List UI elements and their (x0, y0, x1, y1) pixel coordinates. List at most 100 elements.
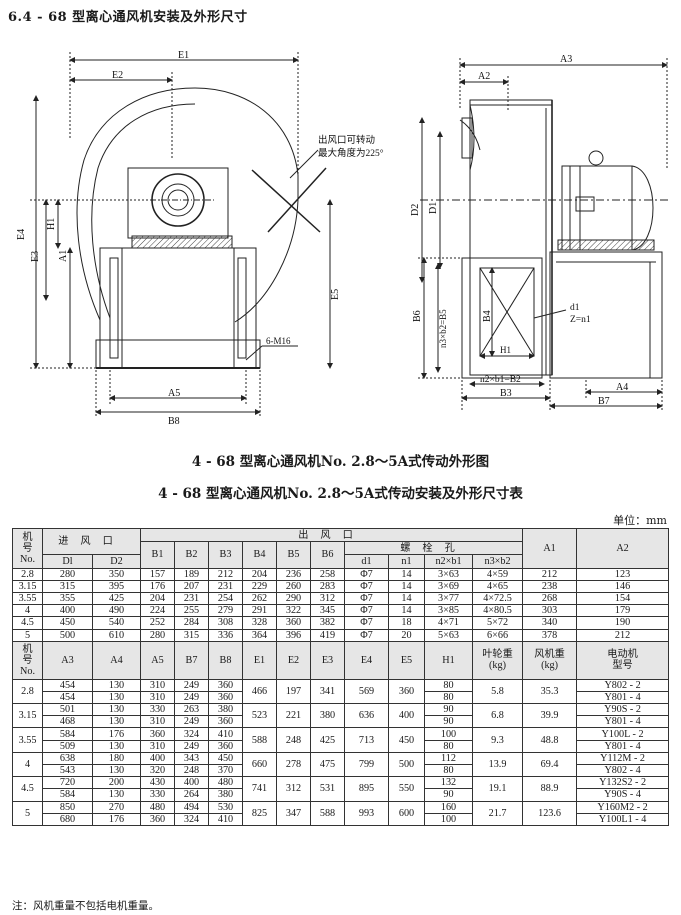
table-cell: 850 (42, 800, 93, 814)
table-cell: 14 (388, 591, 425, 606)
header-col: E3 (310, 640, 345, 680)
table-cell: 310 (140, 678, 175, 692)
table-cell: 636 (344, 703, 389, 729)
label-e4: E4 (16, 229, 27, 240)
table-cell: 270 (92, 800, 141, 814)
table-cell: 112 (424, 751, 473, 766)
table-cell: 382 (310, 616, 345, 630)
table-cell: 395 (92, 579, 141, 593)
table-cell: Y90S - 2 (576, 703, 670, 717)
table-cell: 610 (92, 628, 141, 642)
table-cell: 741 (242, 776, 277, 802)
table-cell: 280 (42, 567, 93, 581)
table-cell: 130 (92, 678, 141, 692)
table-cell: 350 (92, 567, 141, 581)
table-cell: 204 (242, 567, 277, 581)
table-cell: 584 (42, 727, 93, 741)
table-cell: 370 (208, 763, 243, 778)
table-cell: 308 (208, 616, 243, 630)
table-cell: 5 (12, 628, 43, 642)
table-cell: 312 (310, 591, 345, 606)
header-col: H1 (424, 640, 473, 680)
table-cell: 320 (140, 763, 175, 778)
table-cell: 4 (12, 751, 43, 778)
header-outlet: 出风口 (139, 527, 524, 543)
table-cell: 328 (242, 616, 277, 630)
header-col: B1 (140, 541, 175, 569)
table-cell: Y112M - 2 (576, 751, 670, 766)
table-cell: 197 (276, 678, 311, 705)
table-cell: 380 (208, 788, 243, 802)
table-cell: 315 (174, 628, 209, 642)
table-cell: 20 (388, 628, 425, 642)
header-col: B2 (174, 541, 209, 569)
table-cell: 310 (140, 739, 175, 753)
table-cell: 324 (174, 812, 209, 826)
table-cell: 80 (424, 763, 473, 778)
table-cell: Φ7 (344, 604, 389, 618)
table-cell: 480 (208, 776, 243, 790)
table-title: 4 - 68 型离心通风机No. 2.8～5A式传动安装及外形尺寸表 (158, 486, 523, 502)
table-cell: 378 (522, 628, 578, 642)
table-cell: 249 (174, 678, 209, 692)
unit-label: 单位：mm (613, 514, 667, 527)
table-cell: 14 (388, 579, 425, 593)
header-motor-model: 电动机型号 (576, 640, 670, 680)
table-cell: 330 (140, 788, 175, 802)
table-cell: 494 (174, 800, 209, 814)
header-col: B5 (276, 541, 311, 569)
table-cell: 176 (92, 727, 141, 741)
table-cell: Φ7 (344, 628, 389, 642)
label-b6: B6 (412, 310, 423, 322)
header-col: n3×b2 (471, 554, 524, 569)
table-cell: 130 (92, 788, 141, 802)
table-cell: 500 (42, 628, 93, 642)
table-cell: 229 (242, 579, 277, 593)
table-cell: 480 (140, 800, 175, 814)
table-cell: Y801 - 4 (576, 715, 670, 729)
header-col: Dl (42, 554, 93, 569)
table-cell: 236 (276, 567, 311, 581)
table-cell: 400 (174, 776, 209, 790)
section-title: 6.4 - 68 型离心通风机安装及外形尺寸 (8, 10, 248, 25)
table-cell: 3.55 (12, 727, 43, 753)
header-bolt-holes: 螺栓孔 (343, 541, 524, 556)
table-cell: Φ7 (344, 616, 389, 630)
table-cell: 4×80.5 (471, 604, 524, 618)
label-e5: E5 (330, 289, 341, 300)
label-d1-hole: d1 (570, 303, 580, 313)
outlet-note-2: 最大角度为225° (318, 147, 384, 159)
table-cell: 341 (310, 678, 345, 705)
label-b7: B7 (598, 396, 610, 407)
outlet-note-1: 出风口可转动 (318, 134, 375, 146)
table-cell: Y100L1 - 4 (576, 812, 670, 826)
table-cell: 799 (344, 751, 389, 778)
table-cell: 212 (576, 628, 670, 642)
table-cell: 600 (388, 800, 425, 826)
table-cell: 90 (424, 788, 473, 802)
table-cell: 588 (242, 727, 277, 753)
table-cell: 5 (12, 800, 43, 826)
table-cell: 4×65 (471, 579, 524, 593)
table-cell: 380 (208, 703, 243, 717)
table-cell: 88.9 (522, 776, 578, 802)
table-cell: 345 (310, 604, 345, 618)
table-cell: 189 (174, 567, 209, 581)
table-cell: 130 (92, 763, 141, 778)
table-cell: 69.4 (522, 751, 578, 778)
table-cell: 543 (42, 763, 93, 778)
table-cell: Y160M2 - 2 (576, 800, 670, 814)
header-col: d1 (344, 554, 389, 569)
table-cell: 360 (208, 715, 243, 729)
table-cell: 249 (174, 739, 209, 753)
table-cell: 312 (276, 776, 311, 802)
table-cell: 100 (424, 812, 473, 826)
table-cell: 90 (424, 703, 473, 717)
